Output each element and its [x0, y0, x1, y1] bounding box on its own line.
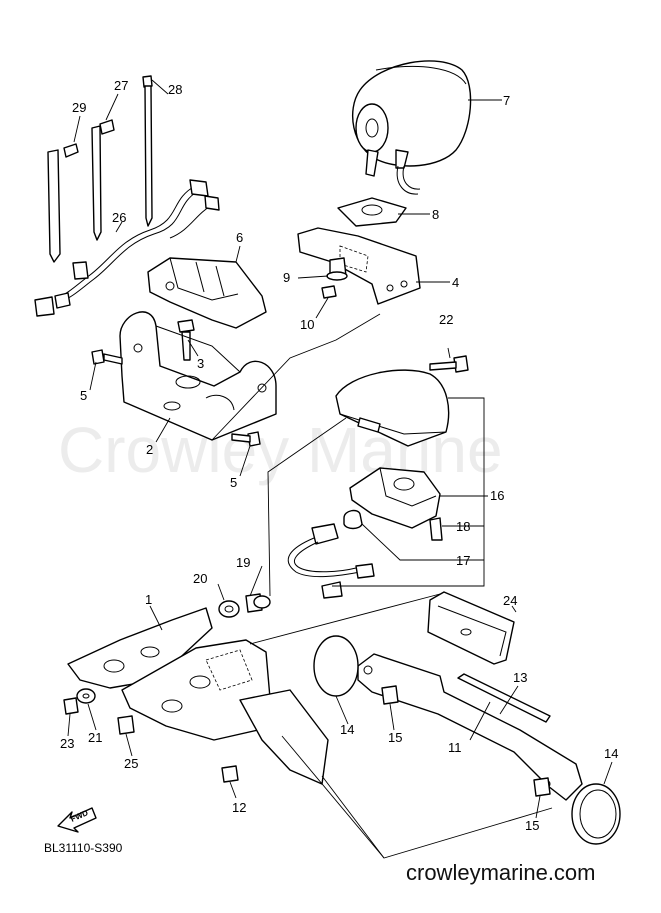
callout-28: 28	[168, 82, 182, 97]
reflector-strip-13[interactable]	[457, 673, 551, 723]
callout-2: 2	[146, 442, 153, 457]
diagram-code: BL31110-S390	[44, 841, 123, 855]
callout-10: 10	[300, 317, 314, 332]
bolt-5-right[interactable]	[231, 431, 261, 447]
footer-url: crowleymarine.com	[406, 860, 596, 885]
callout-6: 6	[236, 230, 243, 245]
callout-18: 18	[456, 519, 470, 534]
washer-21[interactable]	[76, 688, 96, 704]
bolt-3[interactable]	[177, 319, 195, 361]
bracket-2[interactable]	[119, 311, 277, 441]
bulb-17[interactable]	[343, 509, 363, 530]
cable-tie-27[interactable]	[91, 119, 115, 241]
bolt-5-left[interactable]	[91, 349, 123, 365]
callout-5-right: 5	[230, 475, 237, 490]
callout-1: 1	[145, 592, 152, 607]
callout-24: 24	[503, 593, 517, 608]
nut-15-right[interactable]	[533, 777, 551, 797]
fender-bracket-1[interactable]	[67, 607, 329, 785]
wire-harness-26[interactable]	[34, 179, 220, 317]
cable-tie-29[interactable]	[47, 143, 79, 263]
callout-11: 11	[448, 740, 462, 755]
callout-14-right: 14	[604, 746, 618, 761]
reflector-14-left[interactable]	[313, 635, 359, 697]
cable-tie-28[interactable]	[142, 75, 153, 227]
callout-22: 22	[439, 312, 453, 327]
callout-17: 17	[456, 553, 470, 568]
reflector-14-right[interactable]	[571, 783, 621, 845]
callout-3: 3	[197, 356, 204, 371]
cable-connector[interactable]	[287, 523, 375, 599]
nut-10[interactable]	[321, 285, 337, 299]
callout-15-right: 15	[525, 818, 539, 833]
washer-20[interactable]	[218, 600, 240, 618]
callout-5-left: 5	[80, 388, 87, 403]
gasket-8[interactable]	[337, 197, 407, 227]
callout-26: 26	[112, 210, 126, 225]
callouts: 7 8 4 9 10 6 3 5 5 2 22 16 18 17 19 20 1…	[60, 78, 618, 833]
callout-21: 21	[88, 730, 102, 745]
nut-12[interactable]	[221, 765, 239, 783]
fwd-arrow-icon: FWD	[57, 807, 97, 833]
nut-15-left[interactable]	[381, 685, 399, 705]
screw-22[interactable]	[429, 355, 469, 373]
callout-20: 20	[193, 571, 207, 586]
nut-9[interactable]	[326, 257, 348, 281]
nut-23[interactable]	[63, 697, 79, 715]
tail-lamp-housing-7[interactable]	[352, 60, 472, 195]
socket-assembly-16[interactable]	[349, 467, 441, 529]
callout-29: 29	[72, 100, 86, 115]
nut-25[interactable]	[117, 715, 135, 735]
bracket-6[interactable]	[147, 257, 267, 329]
license-plate-24[interactable]	[427, 591, 515, 665]
callout-8: 8	[432, 207, 439, 222]
bracket-4[interactable]	[297, 227, 421, 305]
leader-lines	[67, 79, 613, 859]
callout-14-left: 14	[340, 722, 354, 737]
callout-19: 19	[236, 555, 250, 570]
callout-23: 23	[60, 736, 74, 751]
grommet-19[interactable]	[245, 593, 271, 613]
callout-9: 9	[283, 270, 290, 285]
callout-15-left: 15	[388, 730, 402, 745]
callout-16: 16	[490, 488, 504, 503]
callout-25: 25	[124, 756, 138, 771]
callout-7: 7	[503, 93, 510, 108]
callout-4: 4	[452, 275, 459, 290]
screw-18[interactable]	[429, 517, 443, 541]
license-lamp-lens-16[interactable]	[335, 369, 450, 447]
callout-12: 12	[232, 800, 246, 815]
callout-13: 13	[513, 670, 527, 685]
callout-27: 27	[114, 78, 128, 93]
